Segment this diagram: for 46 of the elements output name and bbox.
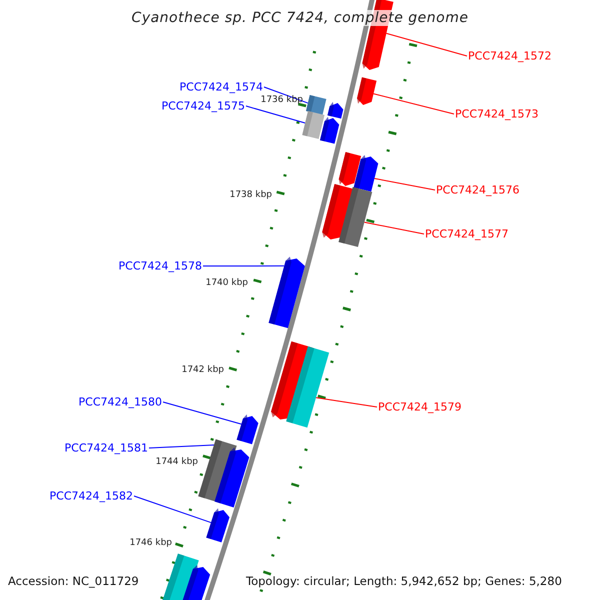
leader-line	[316, 397, 378, 408]
gene-label: PCC7424_1577	[425, 228, 508, 240]
gene-feature	[357, 77, 377, 105]
gene-feature	[214, 447, 250, 508]
gene-feature	[181, 565, 210, 600]
genome-info: Accession: NC_011729	[8, 574, 139, 588]
scale-label: 1738 kbp	[230, 190, 272, 200]
gene-block	[286, 346, 330, 428]
gene-label: PCC7424_1573	[455, 108, 538, 120]
leader-line	[386, 32, 468, 56]
scale-label: 1740 kbp	[206, 278, 248, 288]
gene-label: PCC7424_1576	[436, 184, 520, 196]
gene-feature	[236, 414, 258, 444]
gene-feature	[338, 152, 362, 186]
gene-block	[302, 111, 325, 139]
leader-line	[373, 93, 454, 114]
leader-line	[374, 178, 436, 190]
genome-info: Topology: circular; Length: 5,942,652 bp; Genes: 5,280	[246, 574, 562, 588]
gene-block	[162, 554, 199, 600]
gene-feature	[206, 508, 230, 542]
gene-feature	[268, 256, 305, 328]
scale-label: 1742 kbp	[182, 365, 224, 375]
scale-label: 1736 kbp	[260, 95, 303, 105]
gene-label: PCC7424_1578	[118, 260, 202, 272]
leader-line	[246, 106, 306, 124]
gene-label: PCC7424_1572	[468, 50, 552, 62]
gene-feature	[354, 154, 378, 192]
leader-line	[148, 444, 214, 448]
gene-feature	[322, 184, 354, 240]
gene-block	[306, 95, 326, 115]
scale-label: 1744 kbp	[156, 457, 198, 467]
gene-label: PCC7424_1579	[378, 400, 462, 414]
gene-label: PCC7424_1581	[64, 442, 148, 454]
leader-line	[202, 265, 285, 266]
leader-line	[264, 86, 308, 104]
gene-label: PCC7424_1575	[162, 100, 245, 112]
leader-line	[134, 496, 212, 524]
gene-block	[338, 187, 372, 247]
gene-feature	[328, 102, 344, 119]
leader-line	[162, 402, 242, 425]
chart-title: Cyanothece sp. PCC 7424, complete genome	[130, 10, 470, 26]
scale-label: 1746 kbp	[130, 538, 172, 548]
gene-label: PCC7424_1582	[50, 490, 133, 502]
gene-label: PCC7424_1574	[180, 80, 263, 94]
gene-label: PCC7424_1580	[78, 396, 162, 408]
leader-line	[364, 222, 424, 234]
